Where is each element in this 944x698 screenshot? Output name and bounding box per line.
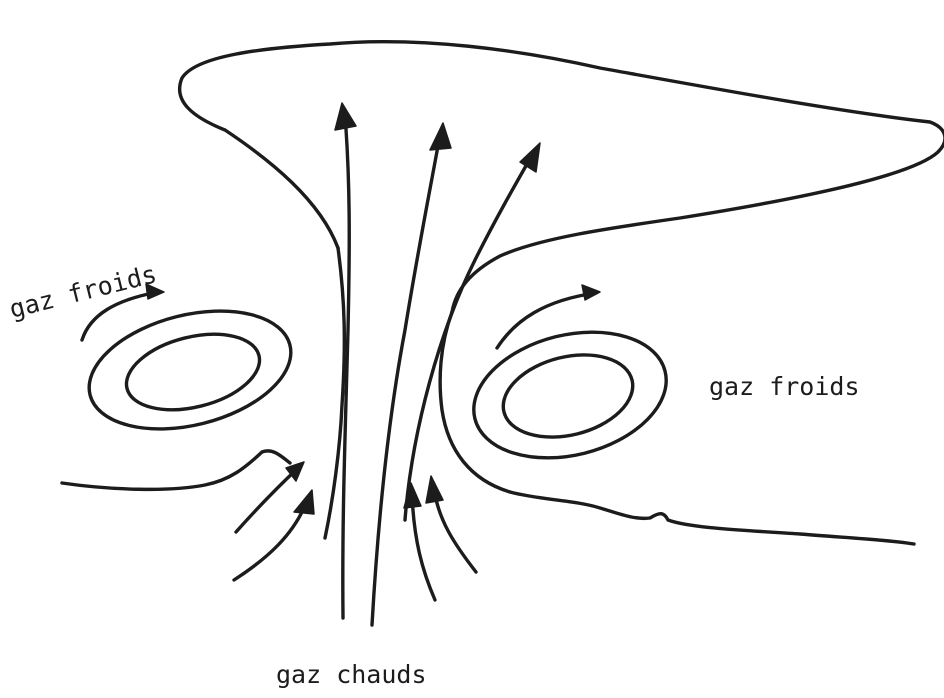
vortex-right-inner (495, 342, 642, 450)
rising-arrow-right (405, 150, 535, 520)
ground-line-right (510, 492, 914, 544)
inflow-arrow-left-outer (236, 468, 298, 532)
ground-line-left (62, 451, 290, 490)
label-cold-gas-right: gaz froids (709, 372, 860, 401)
stem-left-edge (325, 248, 344, 538)
vortex-left-outer (77, 292, 303, 449)
rising-arrow-left-head (335, 103, 356, 130)
inflow-arrow-right-outer-head (426, 476, 443, 503)
right-circulation-arrowhead (582, 285, 600, 300)
vortex-right-outer (460, 313, 679, 477)
rising-arrow-center-head (430, 123, 451, 150)
inflow-arrow-left-inner-head (294, 490, 314, 514)
label-cold-gas-left: gaz froids (6, 259, 159, 324)
rising-arrow-right-head (520, 143, 540, 172)
inflow-arrow-right-inner (412, 495, 435, 600)
plume-outline (180, 42, 944, 312)
label-hot-gas: gaz chauds (276, 660, 427, 689)
